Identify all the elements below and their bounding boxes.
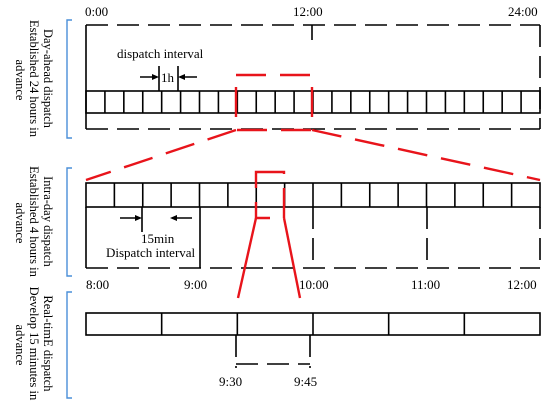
time-label-0900: 9:00 <box>184 277 207 292</box>
intra-day-bracket <box>66 167 72 277</box>
time-label-0945: 9:45 <box>294 374 317 389</box>
interval-right-arrowhead <box>178 74 185 80</box>
time-label-1200: 12:00 <box>293 4 323 19</box>
zoom-connector-2 <box>236 170 302 299</box>
dispatch-interval-label: dispatch interval <box>117 46 204 61</box>
day-ahead-bracket <box>66 19 72 139</box>
intra-day-panel: Intra-day dispatch Established 4 hours i… <box>13 166 541 292</box>
time-label-0930: 9:30 <box>219 374 242 389</box>
time-label-1100: 11:00 <box>411 277 440 292</box>
real-time-panel: Real-timE dispatch Develop 15 minutes in… <box>13 287 541 404</box>
day-ahead-panel: Day-ahead dispatch Established 24 hours … <box>13 4 541 140</box>
time-label-0000: 0:00 <box>85 4 108 19</box>
zoom-line-2-left <box>236 217 258 299</box>
time-label-0800: 8:00 <box>86 277 109 292</box>
zoom-box-2 <box>254 170 286 220</box>
quarter-hour-slot-bar <box>85 182 541 208</box>
zoom-connector-1 <box>85 73 541 182</box>
time-label-1000: 10:00 <box>299 277 329 292</box>
time-label-2400: 24:00 <box>508 4 538 19</box>
intra-day-label: Intra-day dispatch Established 4 hours i… <box>13 166 55 280</box>
zoom-line-1-left <box>85 128 237 182</box>
qh-interval-right-arrowhead <box>170 215 177 221</box>
five-minute-slot-bar <box>85 312 541 336</box>
zoom-line-1-right <box>311 128 541 182</box>
dispatch-interval-label-2: Dispatch interval <box>106 245 196 260</box>
real-time-label: Real-timE dispatch Develop 15 minutes in… <box>13 287 55 404</box>
zoom-box-1 <box>234 73 314 132</box>
interval-1h-label: 1h <box>161 70 175 85</box>
time-label-1200b: 12:00 <box>507 277 537 292</box>
interval-15min-label: 15min <box>141 231 175 246</box>
zoom-line-2-right <box>282 217 302 299</box>
real-time-bracket <box>66 291 72 399</box>
qh-interval-left-arrowhead <box>135 215 142 221</box>
day-ahead-label: Day-ahead dispatch Established 24 hours … <box>13 20 55 140</box>
interval-left-arrowhead <box>152 74 159 80</box>
